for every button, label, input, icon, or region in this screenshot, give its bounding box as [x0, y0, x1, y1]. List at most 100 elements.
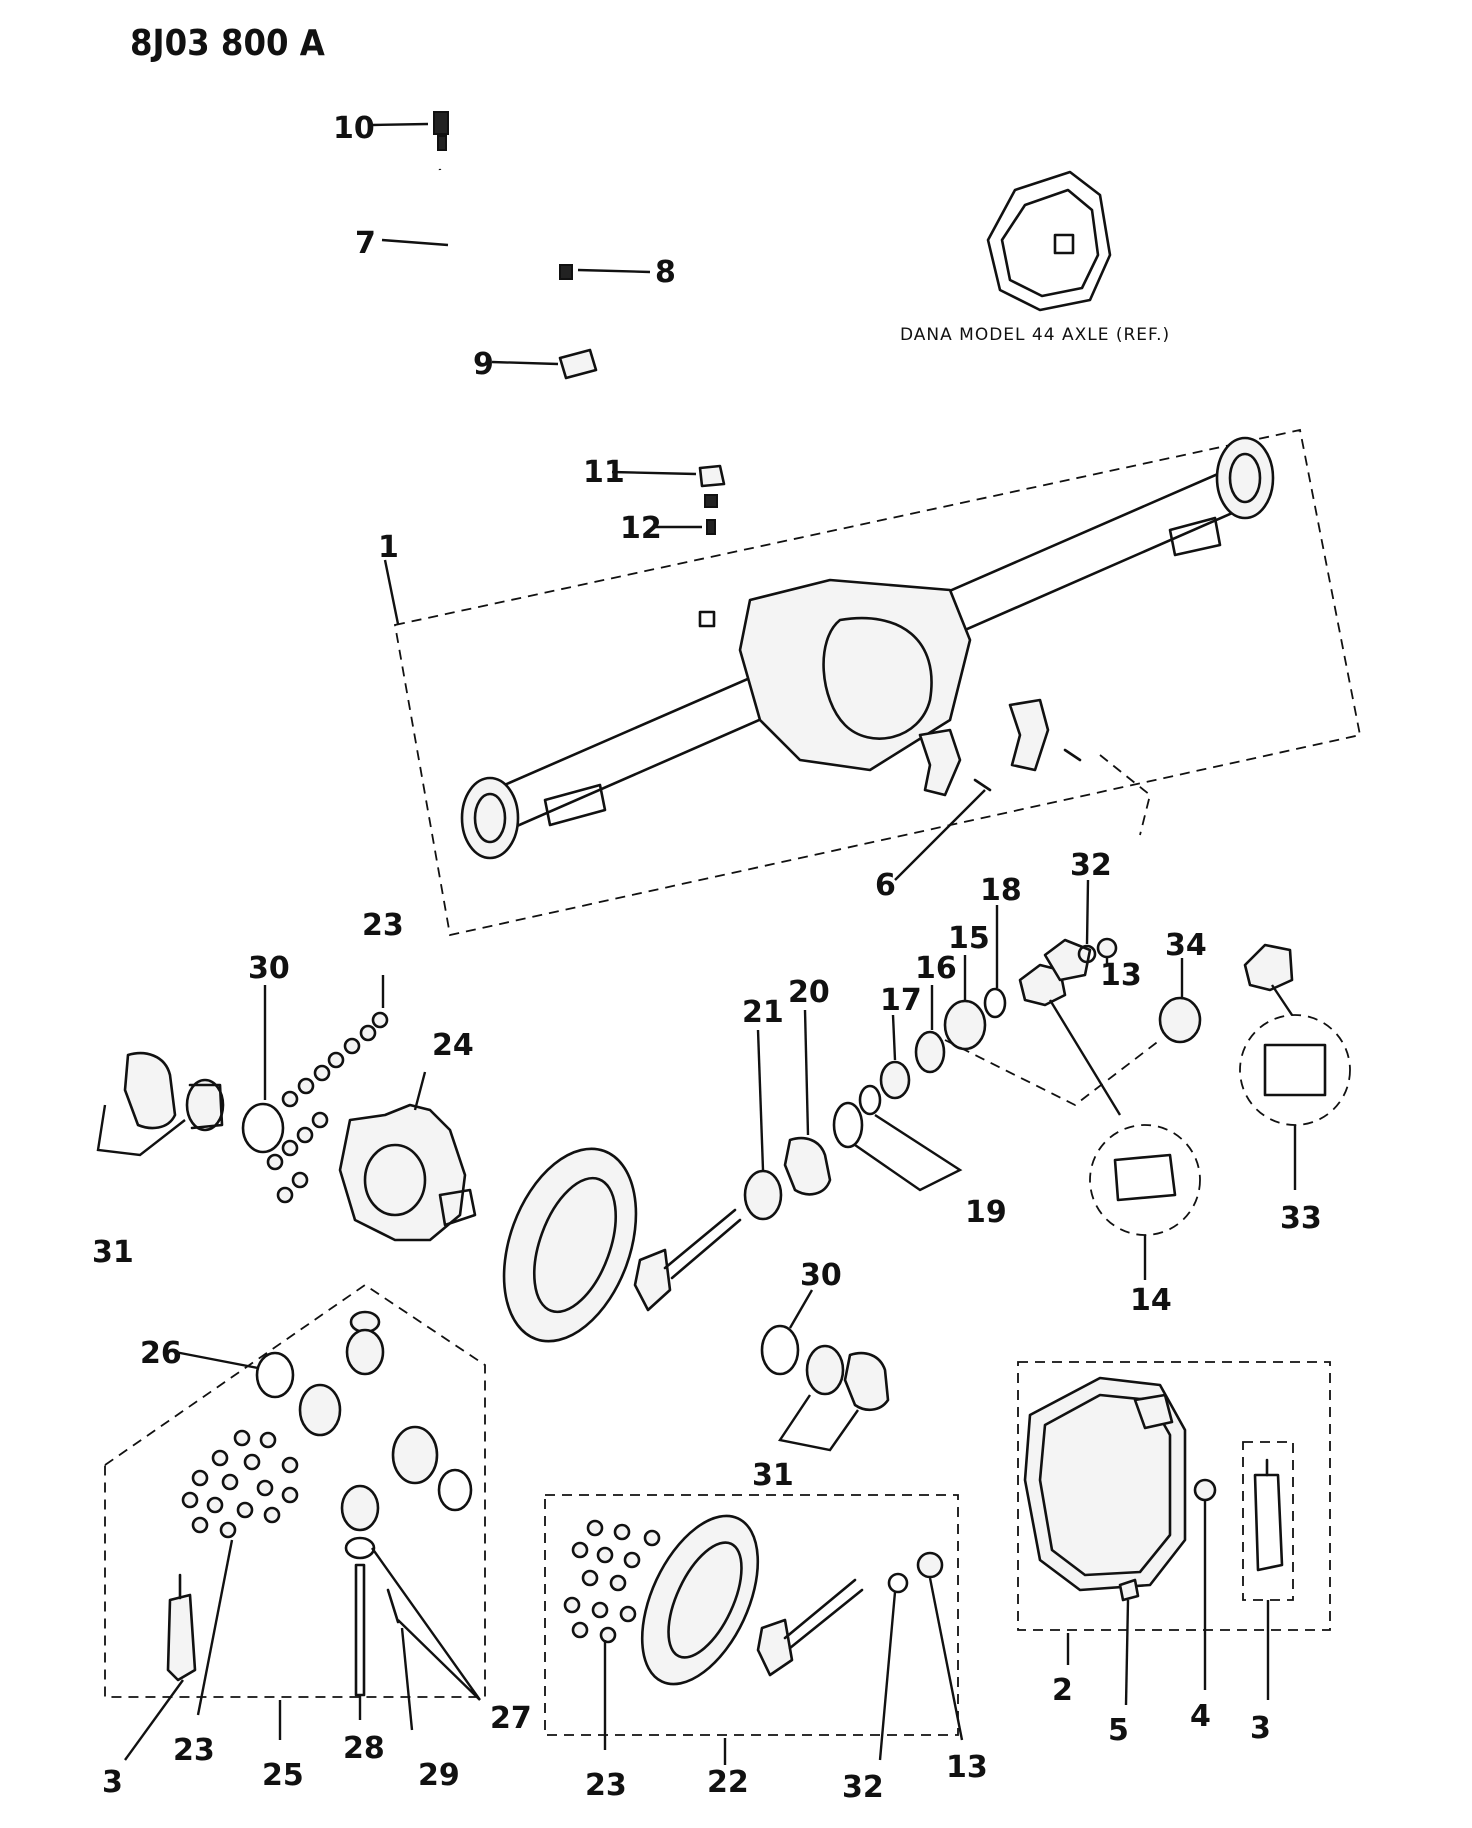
ring-gear-bolts-c — [563, 1519, 661, 1644]
cover-box — [1017, 1361, 1331, 1631]
cover-bolt-5 — [1118, 1578, 1140, 1602]
leader-6 — [894, 789, 986, 881]
leader-9 — [491, 360, 559, 366]
lock-pin-29 — [386, 1588, 400, 1624]
callout-1: 1 — [378, 530, 399, 565]
differential-cover — [1023, 1376, 1187, 1592]
differential-case — [338, 1103, 477, 1242]
callout-12: 12 — [620, 511, 662, 546]
shim-30b — [760, 1324, 800, 1376]
leader-30b — [788, 1289, 814, 1329]
part-18 — [983, 987, 1007, 1019]
leader-32a — [1085, 879, 1090, 945]
leader-33a — [1271, 984, 1293, 1016]
callout-8: 8 — [655, 255, 676, 290]
callout-7: 7 — [355, 226, 376, 261]
nut-13a — [1096, 937, 1118, 959]
callout-3-right: 3 — [1250, 1711, 1271, 1746]
nut-13b — [916, 1551, 944, 1579]
callout-23-lower: 23 — [585, 1768, 627, 1803]
axle-housing — [460, 436, 1275, 860]
callout-28: 28 — [343, 1731, 385, 1766]
shim-30a — [241, 1102, 285, 1154]
pinion-shaft-28 — [354, 1563, 366, 1697]
side-bearing-left — [123, 1051, 225, 1132]
callout-31-upper: 31 — [92, 1235, 134, 1270]
yoke-33-detail — [1239, 1014, 1351, 1126]
sealant-box — [1242, 1441, 1294, 1601]
leader-13b — [928, 1577, 964, 1741]
leader-24 — [413, 1071, 427, 1111]
leader-32b — [878, 1591, 897, 1761]
part-17 — [879, 1060, 911, 1100]
yoke-33 — [1243, 943, 1294, 992]
sealant-tube-b — [1253, 1458, 1284, 1572]
dana-44-reference-cover — [986, 170, 1112, 312]
reference-caption: DANA MODEL 44 AXLE (REF.) — [900, 325, 1170, 345]
ring-gear-bolts-a — [266, 1011, 389, 1204]
fill-plug-4 — [1193, 1478, 1217, 1502]
yoke-14-detail-shape — [1113, 1153, 1177, 1202]
leader-26 — [174, 1350, 259, 1370]
callout-20: 20 — [788, 975, 830, 1010]
callout-5: 5 — [1108, 1713, 1129, 1748]
leader-10 — [371, 122, 429, 127]
yoke-bracket — [944, 1039, 1161, 1107]
callout-17: 17 — [880, 983, 922, 1018]
callout-13-lower: 13 — [946, 1750, 988, 1785]
callout-30-upper: 30 — [248, 951, 290, 986]
sealant-tube-a — [166, 1573, 197, 1682]
bearing-caps — [918, 698, 1082, 797]
callout-6: 6 — [875, 868, 896, 903]
leader-3a — [124, 1679, 184, 1761]
leader-29 — [400, 1627, 414, 1731]
callout-21: 21 — [742, 995, 784, 1030]
leader-20 — [803, 1009, 810, 1136]
part-15 — [943, 999, 987, 1051]
diff-gears — [298, 1310, 473, 1560]
leader-23b — [196, 1539, 234, 1716]
ring-gear-and-pinion — [502, 1147, 742, 1343]
leader-31b — [778, 1394, 859, 1452]
leader-5 — [1124, 1599, 1130, 1706]
leader-11 — [611, 470, 697, 476]
washer-32b — [887, 1572, 909, 1594]
callout-31-lower: 31 — [752, 1458, 794, 1493]
diff-internals-box — [104, 1283, 486, 1698]
callout-3-left: 3 — [102, 1765, 123, 1800]
callout-14: 14 — [1130, 1283, 1172, 1318]
pinion-nut-bracket — [1099, 754, 1152, 836]
callout-11: 11 — [583, 455, 625, 490]
callout-27: 27 — [490, 1701, 532, 1736]
axle-housing-group-box — [393, 428, 1362, 937]
yoke-14-detail — [1089, 1124, 1201, 1236]
leader-27 — [371, 1547, 481, 1701]
leader-19 — [854, 1113, 963, 1192]
callout-29: 29 — [418, 1758, 460, 1793]
leader-17 — [891, 1014, 897, 1061]
ring-pinion-box — [544, 1494, 959, 1736]
ring-gear-and-pinion-set — [640, 1514, 864, 1686]
thrust-washer-26 — [255, 1351, 295, 1399]
callout-16: 16 — [915, 951, 957, 986]
yoke-33-detail-shape — [1263, 1043, 1327, 1097]
callout-19: 19 — [965, 1195, 1007, 1230]
ring-gear-bolts-b — [181, 1429, 299, 1539]
vent-hose-assembly — [433, 111, 726, 535]
side-bearing-right-cup — [843, 1351, 890, 1411]
callout-32-upper: 32 — [1070, 848, 1112, 883]
part-16 — [914, 1030, 946, 1074]
callout-13-upper: 13 — [1100, 958, 1142, 993]
callout-15: 15 — [948, 921, 990, 956]
callout-2: 2 — [1052, 1673, 1073, 1708]
part-34 — [1158, 996, 1202, 1044]
callout-4: 4 — [1190, 1699, 1211, 1734]
leader-8 — [577, 268, 651, 274]
callout-23-upper: 23 — [362, 908, 404, 943]
callout-24: 24 — [432, 1028, 474, 1063]
callout-33: 33 — [1280, 1201, 1322, 1236]
callout-26: 26 — [140, 1336, 182, 1371]
leader-21 — [756, 1029, 765, 1171]
document-id: 8J03 800 A — [130, 23, 325, 64]
